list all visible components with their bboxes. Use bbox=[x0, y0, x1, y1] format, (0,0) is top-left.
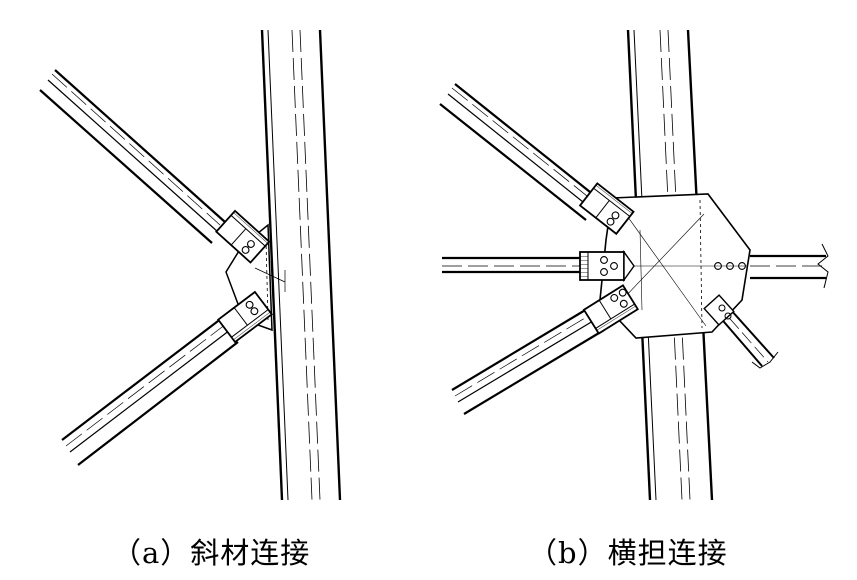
lower-clamp-b bbox=[582, 284, 640, 335]
cross-arm-member-b bbox=[714, 243, 829, 289]
upper-clamp-b bbox=[578, 182, 635, 236]
lower-diagonal-member-b bbox=[451, 305, 605, 415]
connection-detail-drawing bbox=[39, 29, 829, 501]
horizontal-member-b bbox=[442, 256, 584, 274]
middle-clamp-b bbox=[579, 249, 635, 283]
diagram-a bbox=[39, 29, 342, 501]
caption-cross-arm-connection: （b）横担连接 bbox=[528, 536, 728, 570]
diagram-b bbox=[439, 29, 829, 501]
upper-clamp-a bbox=[215, 209, 271, 264]
lower-clamp-a bbox=[216, 290, 274, 344]
upper-diagonal-member-a bbox=[39, 69, 226, 244]
angled-member-b bbox=[703, 294, 779, 369]
lower-diagonal-member-a bbox=[61, 317, 239, 466]
caption-diagonal-connection: （a）斜材连接 bbox=[112, 536, 311, 570]
main-leg-a bbox=[260, 29, 342, 501]
upper-diagonal-member-b bbox=[439, 83, 601, 221]
